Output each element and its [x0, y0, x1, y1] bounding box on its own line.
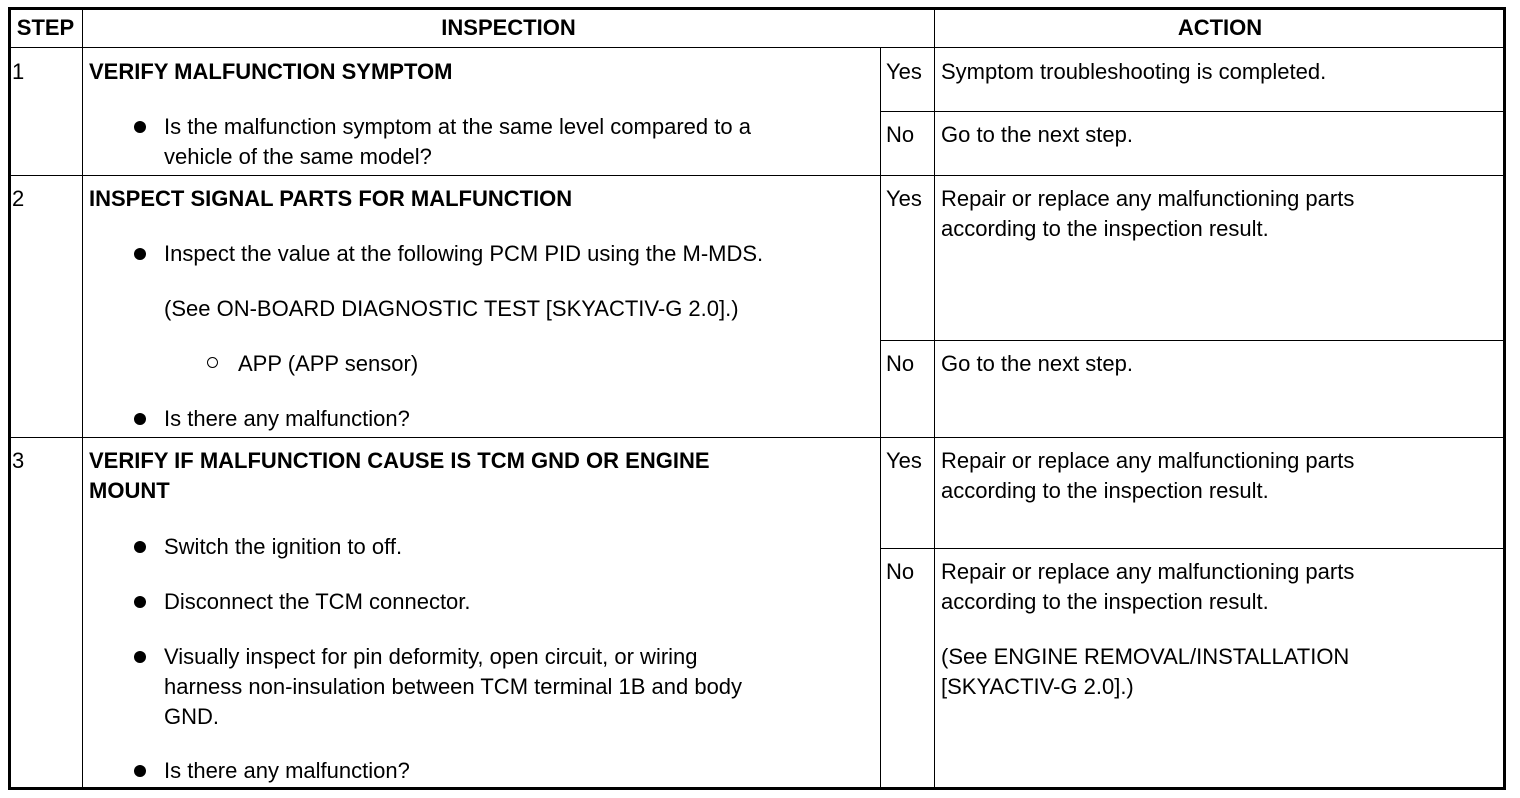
step3-no-label: No — [886, 559, 915, 584]
step2-yes-action-line1: Repair or replace any malfunctioning par… — [941, 186, 1355, 211]
step-title-1: VERIFY MALFUNCTION SYMPTOM — [89, 59, 453, 84]
step-number-1: 1 — [12, 59, 25, 84]
step2-no-label: No — [886, 351, 915, 376]
bullet-icon — [134, 541, 146, 553]
step2-yes-action-line2: according to the inspection result. — [941, 216, 1269, 241]
step3-yes-label: Yes — [886, 448, 922, 473]
step2-no-action: Go to the next step. — [941, 351, 1134, 376]
header-divider — [8, 47, 1506, 48]
step3-yes-action-line1: Repair or replace any malfunctioning par… — [941, 448, 1355, 473]
step-divider-1 — [8, 175, 1506, 176]
step3-item-1: Switch the ignition to off. — [164, 534, 403, 559]
result-divider-2 — [880, 340, 1506, 341]
bullet-icon — [134, 413, 146, 425]
step-title-2: INSPECT SIGNAL PARTS FOR MALFUNCTION — [89, 186, 573, 211]
step-title-3-line2: MOUNT — [89, 478, 170, 503]
step3-item-2: Disconnect the TCM connector. — [164, 589, 471, 614]
step1-no-action: Go to the next step. — [941, 122, 1134, 147]
header-action: ACTION — [1177, 15, 1263, 40]
step3-no-action-line1: Repair or replace any malfunctioning par… — [941, 559, 1355, 584]
inspection-column-divider — [880, 47, 881, 790]
action-column-divider — [934, 7, 935, 790]
step-number-2: 2 — [12, 186, 25, 211]
step2-subitem-1: APP (APP sensor) — [238, 351, 419, 376]
step1-item-1: Is the malfunction symptom at the same l… — [164, 114, 751, 139]
step1-item-1-cont: vehicle of the same model? — [164, 144, 432, 169]
step3-item-4: Is there any malfunction? — [164, 758, 410, 783]
step3-item-3-line3: GND. — [164, 704, 219, 729]
step-title-3-line1: VERIFY IF MALFUNCTION CAUSE IS TCM GND O… — [89, 448, 710, 473]
step3-item-3-line1: Visually inspect for pin deformity, open… — [164, 644, 698, 669]
step1-yes-label: Yes — [886, 59, 922, 84]
step-column-divider — [82, 7, 83, 790]
step3-no-action-reference-line1: (See ENGINE REMOVAL/INSTALLATION — [941, 644, 1350, 669]
bullet-icon — [134, 651, 146, 663]
step3-yes-action-line2: according to the inspection result. — [941, 478, 1269, 503]
step2-item-2: Is there any malfunction? — [164, 406, 410, 431]
header-inspection: INSPECTION — [441, 15, 576, 40]
bullet-icon — [134, 765, 146, 777]
step2-yes-label: Yes — [886, 186, 922, 211]
step-number-3: 3 — [12, 448, 25, 473]
header-step: STEP — [16, 15, 75, 40]
step3-no-action-reference-line2: [SKYACTIV-G 2.0].) — [941, 674, 1134, 699]
step1-no-label: No — [886, 122, 915, 147]
diagnostic-table — [8, 7, 1506, 790]
step1-yes-action: Symptom troubleshooting is completed. — [941, 59, 1327, 84]
step-divider-2 — [8, 437, 1506, 438]
step3-item-3-line2: harness non-insulation between TCM termi… — [164, 674, 743, 699]
bullet-icon — [134, 596, 146, 608]
step2-item-1-reference: (See ON-BOARD DIAGNOSTIC TEST [SKYACTIV-… — [164, 296, 739, 321]
result-divider-1 — [880, 111, 1506, 112]
bullet-icon — [134, 121, 146, 133]
result-divider-3 — [880, 548, 1506, 549]
step2-item-1: Inspect the value at the following PCM P… — [164, 241, 764, 266]
sub-bullet-icon — [207, 357, 218, 368]
bullet-icon — [134, 248, 146, 260]
step3-no-action-line2: according to the inspection result. — [941, 589, 1269, 614]
